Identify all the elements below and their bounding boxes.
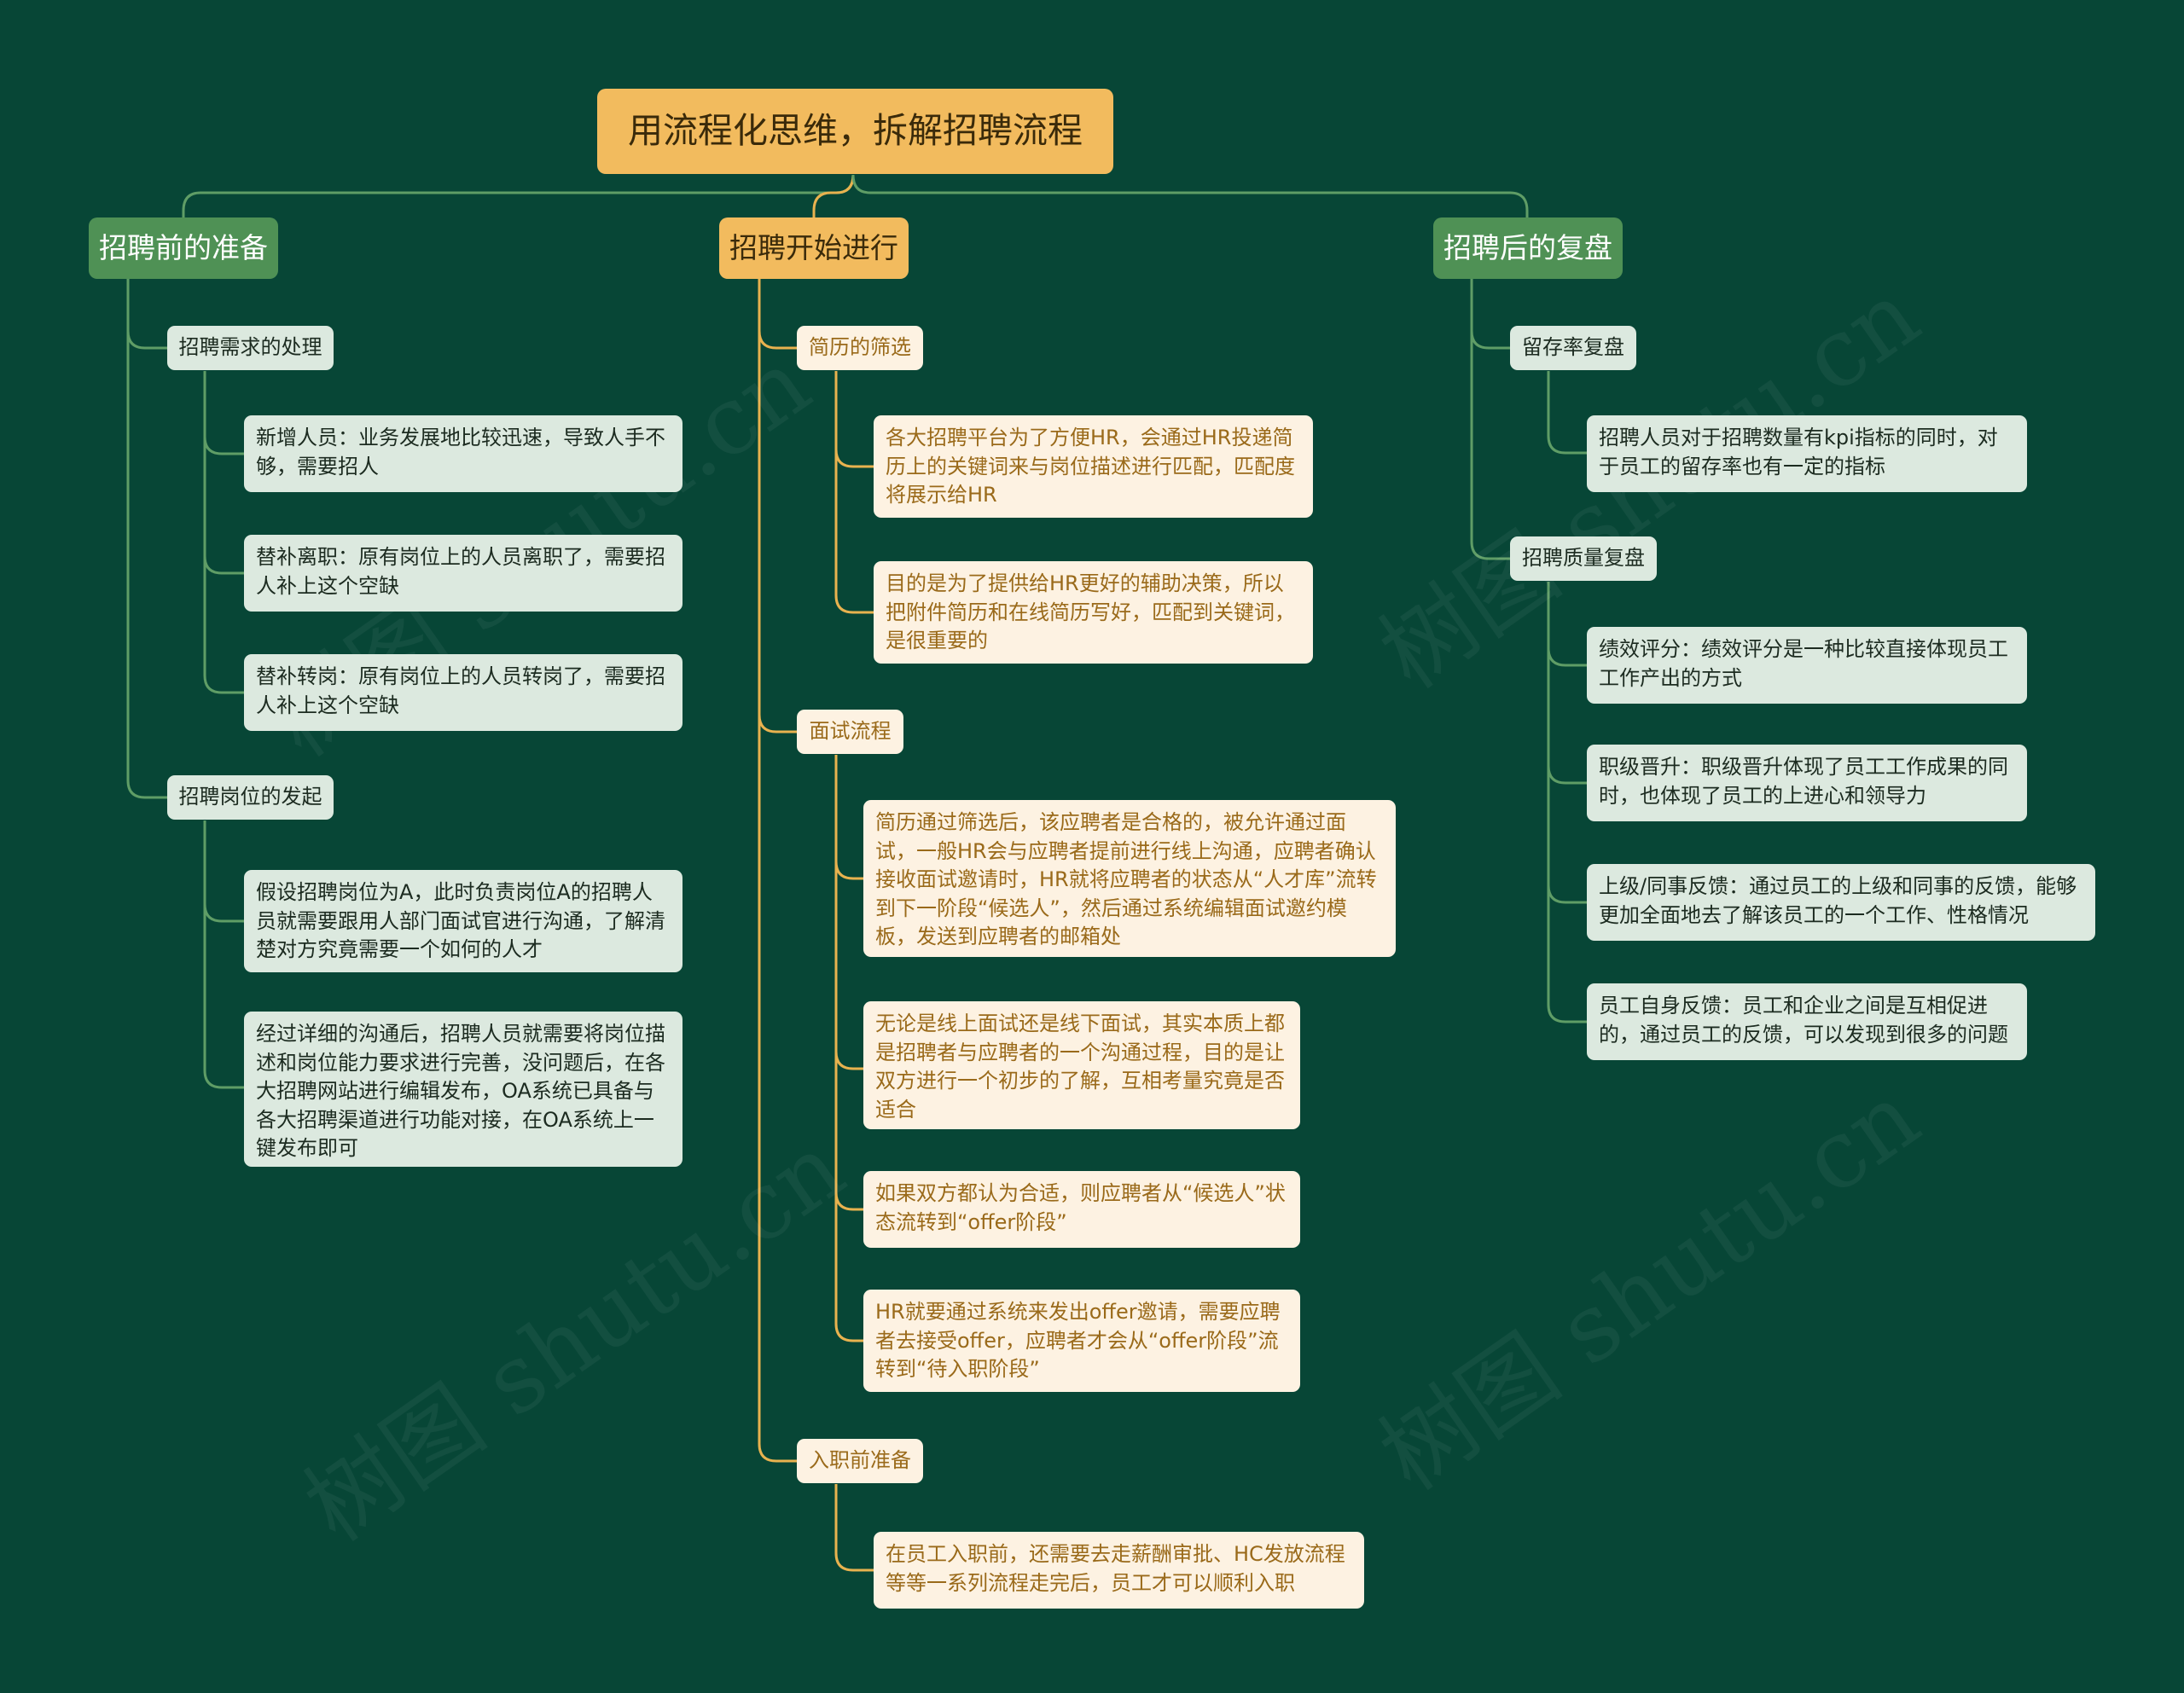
sub-prep-demand[interactable]: 招聘需求的处理 xyxy=(167,326,334,370)
leaf-prep-posting-1[interactable]: 假设招聘岗位为A，此时负责岗位A的招聘人员就需要跟用人部门面试官进行沟通，了解清… xyxy=(244,870,682,972)
leaf-review-retention-1[interactable]: 招聘人员对于招聘数量有kpi指标的同时，对于员工的留存率也有一定的指标 xyxy=(1587,415,2027,492)
branch-prep[interactable]: 招聘前的准备 xyxy=(89,217,278,279)
connector-review-sub2 xyxy=(1470,331,1510,560)
connector-process-leaf1 xyxy=(834,371,874,468)
sub-process-screening[interactable]: 简历的筛选 xyxy=(797,326,923,370)
connector-prep-sub2 xyxy=(126,331,167,799)
connector-review-leaf5 xyxy=(1547,885,1587,1023)
connector-process-leaf4 xyxy=(834,861,863,1070)
leaf-process-interview-4[interactable]: HR就要通过系统来发出offer邀请，需要应聘者去接受offer，应聘者才会从“… xyxy=(863,1290,1300,1392)
leaf-prep-demand-2[interactable]: 替补离职：原有岗位上的人员离职了，需要招人补上这个空缺 xyxy=(244,535,682,612)
leaf-review-quality-3[interactable]: 上级/同事反馈：通过员工的上级和同事的反馈，能够更加全面地去了解该员工的一个工作… xyxy=(1587,864,2095,941)
connector-review-leaf2 xyxy=(1547,582,1587,667)
connector-review-leaf1 xyxy=(1547,371,1587,455)
connector-root-prep xyxy=(182,174,855,218)
connector-prep-leaf2 xyxy=(203,437,244,575)
connector-process-leaf3 xyxy=(834,755,863,880)
connector-prep-leaf3 xyxy=(203,556,244,694)
connector-process-leaf7 xyxy=(834,1484,874,1572)
connector-prep-leaf5 xyxy=(203,904,244,1089)
leaf-process-interview-3[interactable]: 如果双方都认为合适，则应聘者从“候选人”状态流转到“offer阶段” xyxy=(863,1171,1300,1248)
connector-process-leaf6 xyxy=(834,1192,863,1342)
leaf-process-screening-2[interactable]: 目的是为了提供给HR更好的辅助决策，所以把附件简历和在线简历写好，匹配到关键词，… xyxy=(874,561,1313,664)
sub-review-retention[interactable]: 留存率复盘 xyxy=(1510,326,1636,370)
leaf-process-screening-1[interactable]: 各大招聘平台为了方便HR，会通过HR投递简历上的关键词来与岗位描述进行匹配，匹配… xyxy=(874,415,1313,518)
leaf-process-interview-2[interactable]: 无论是线上面试还是线下面试，其实本质上都是招聘者与应聘者的一个沟通过程，目的是让… xyxy=(863,1001,1300,1129)
branch-process[interactable]: 招聘开始进行 xyxy=(719,217,909,279)
root-topic[interactable]: 用流程化思维，拆解招聘流程 xyxy=(597,89,1113,174)
connector-review-leaf3 xyxy=(1547,648,1587,785)
sub-prep-posting[interactable]: 招聘岗位的发起 xyxy=(167,775,334,820)
connector-root-review xyxy=(851,174,1529,218)
leaf-prep-demand-1[interactable]: 新增人员：业务发展地比较迅速，导致人手不够，需要招人 xyxy=(244,415,682,492)
connector-process-sub1 xyxy=(758,279,797,350)
connector-prep-leaf1 xyxy=(203,371,244,455)
leaf-prep-demand-3[interactable]: 替补转岗：原有岗位上的人员转岗了，需要招人补上这个空缺 xyxy=(244,654,682,731)
connector-root-process xyxy=(812,174,855,218)
branch-review[interactable]: 招聘后的复盘 xyxy=(1433,217,1623,279)
connector-review-leaf4 xyxy=(1547,766,1587,904)
leaf-process-interview-1[interactable]: 简历通过筛选后，该应聘者是合格的，被允许通过面试，一般HR会与应聘者提前进行线上… xyxy=(863,800,1396,957)
sub-process-interview[interactable]: 面试流程 xyxy=(797,710,903,754)
connector-review-sub1 xyxy=(1470,279,1510,350)
sub-process-onboarding[interactable]: 入职前准备 xyxy=(797,1439,923,1483)
sub-review-quality[interactable]: 招聘质量复盘 xyxy=(1510,536,1657,581)
leaf-prep-posting-2[interactable]: 经过详细的沟通后，招聘人员就需要将岗位描述和岗位能力要求进行完善，没问题后，在各… xyxy=(244,1012,682,1167)
connector-process-leaf5 xyxy=(834,1052,863,1211)
connector-process-sub3 xyxy=(758,715,797,1463)
leaf-review-quality-1[interactable]: 绩效评分：绩效评分是一种比较直接体现员工工作产出的方式 xyxy=(1587,627,2027,704)
leaf-review-quality-4[interactable]: 员工自身反馈：员工和企业之间是互相促进的，通过员工的反馈，可以发现到很多的问题 xyxy=(1587,983,2027,1060)
connector-prep-sub1 xyxy=(126,279,167,350)
connector-process-leaf2 xyxy=(834,449,874,614)
connector-process-sub2 xyxy=(758,331,797,733)
connector-prep-leaf4 xyxy=(203,820,244,923)
leaf-review-quality-2[interactable]: 职级晋升：职级晋升体现了员工工作成果的同时，也体现了员工的上进心和领导力 xyxy=(1587,745,2027,821)
leaf-process-onboarding-1[interactable]: 在员工入职前，还需要去走薪酬审批、HC发放流程等等一系列流程走完后，员工才可以顺… xyxy=(874,1532,1364,1609)
